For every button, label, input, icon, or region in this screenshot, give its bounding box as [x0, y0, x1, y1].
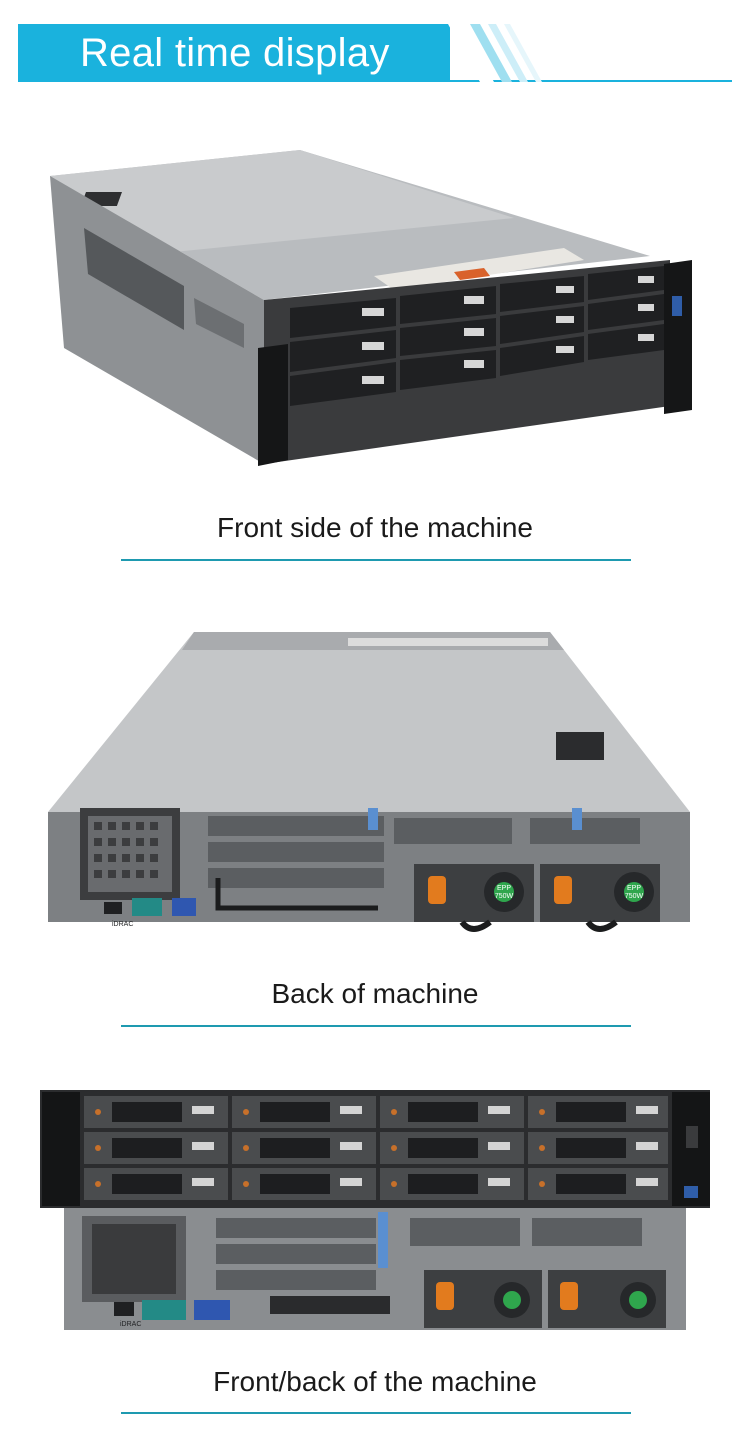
page-title: Real time display	[80, 31, 390, 75]
server-front-photo	[44, 148, 704, 468]
server-back-photo: EPP 750W EPP 750W iDRAC	[48, 628, 692, 940]
banner-background	[18, 24, 450, 82]
server-front-back-photo: iDRAC	[40, 1090, 712, 1332]
idrac-port-label: iDRAC	[112, 921, 133, 928]
section-banner: Real time display	[18, 24, 732, 82]
section-caption: Front side of the machine	[217, 512, 533, 543]
section-caption: Front/back of the machine	[213, 1366, 537, 1397]
section-caption: Back of machine	[271, 978, 479, 1009]
idrac-port-label: iDRAC	[120, 1321, 141, 1328]
psu-badge-label: EPP	[627, 885, 641, 892]
psu-badge-label: 750W	[625, 893, 644, 900]
psu-badge-label: 750W	[495, 893, 514, 900]
banner-stripes-decoration	[448, 24, 542, 82]
section-divider	[121, 559, 631, 561]
section-divider	[121, 1025, 631, 1027]
psu-badge-label: EPP	[497, 885, 511, 892]
section-divider	[121, 1412, 631, 1414]
banner-underline	[450, 80, 732, 82]
